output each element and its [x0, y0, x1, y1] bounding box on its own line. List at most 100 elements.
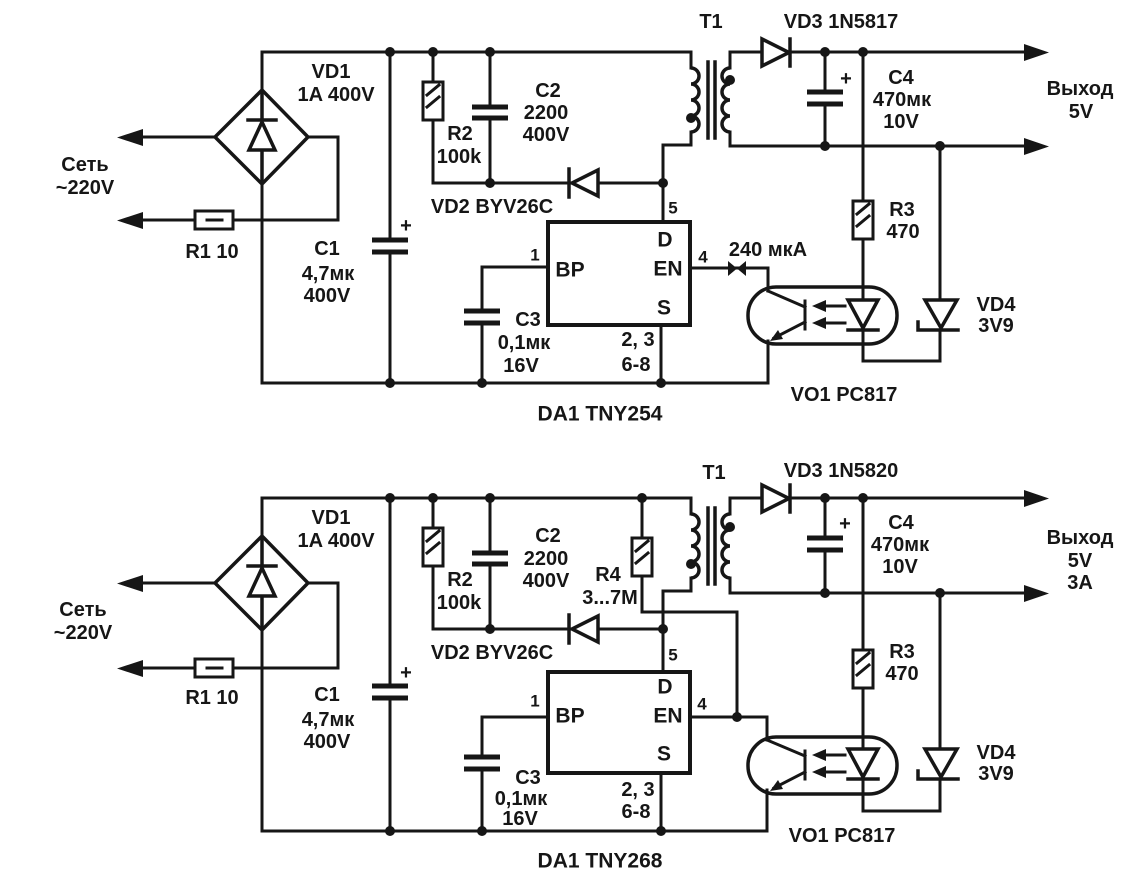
pins-23: 2, 3: [621, 779, 654, 801]
mains-arrow-1: [117, 575, 143, 592]
opto-label: VO1 PC817: [789, 825, 896, 847]
output-voltage: 5V: [1069, 101, 1094, 123]
vd1-ref: VD1: [312, 61, 351, 83]
c1-voltage: 400V: [304, 285, 351, 307]
pin1-number: 1: [530, 692, 539, 711]
resistor-r1: [193, 209, 235, 231]
output-arrow-plus: [1024, 490, 1049, 507]
primary-phase-dot: [686, 559, 696, 569]
c4-voltage: 10V: [882, 556, 918, 578]
r2-ref: R2: [447, 569, 473, 591]
c1-polarity: +: [400, 662, 412, 684]
c2-ref: C2: [535, 80, 561, 102]
c4-value: 470мк: [873, 89, 932, 111]
resistor-r4: [630, 536, 654, 578]
c1-polarity: +: [400, 215, 412, 237]
pins-23: 2, 3: [621, 329, 654, 351]
capacitor-c1: [372, 237, 408, 255]
secondary-phase-dot: [725, 75, 735, 85]
r2-value: 100k: [437, 146, 482, 168]
vd1-ref: VD1: [312, 507, 351, 529]
capacitor-c3: [464, 308, 500, 326]
output-arrow-plus: [1024, 44, 1049, 61]
vd2-label: VD2 BYV26C: [431, 642, 553, 664]
ic-da1-body: [546, 220, 692, 327]
c3-ref: C3: [515, 767, 541, 789]
pin-s: S: [657, 743, 671, 766]
output-title: Выход: [1047, 527, 1114, 549]
opto-body: [746, 285, 899, 346]
t1-label: T1: [699, 11, 722, 33]
optocoupler-vo1: [746, 735, 899, 796]
pins-68: 6-8: [622, 354, 651, 376]
diode-vd3: [760, 36, 793, 69]
mains-label: Сеть: [61, 154, 108, 176]
output-current: 3A: [1067, 572, 1093, 594]
vd4-ref: VD4: [977, 742, 1017, 764]
t1-label: T1: [702, 462, 725, 484]
primary-phase-dot: [686, 113, 696, 123]
r1-label: R1 10: [185, 241, 238, 263]
c1-voltage: 400V: [304, 731, 351, 753]
mains-voltage: ~220V: [56, 177, 115, 199]
c4-ref: C4: [888, 67, 914, 89]
opto-emitter-arrow: [770, 330, 783, 341]
vd4-value: 3V9: [978, 315, 1014, 337]
capacitor-c4: [807, 89, 843, 107]
wires: [141, 50, 1026, 385]
vd3-label: VD3 1N5817: [784, 11, 899, 33]
c4-polarity: +: [839, 513, 851, 535]
resistor-r1: [193, 657, 235, 679]
c2-voltage: 400V: [523, 570, 570, 592]
labels-bottom-circuit: Сеть ~220V R1 10 VD1 1A 400V C1 4,7мк 40…: [54, 460, 1114, 873]
output-arrow-minus: [1024, 585, 1049, 602]
mains-arrow-2: [117, 212, 143, 229]
pin-d: D: [657, 676, 672, 699]
vd1-rating: 1A 400V: [297, 530, 375, 552]
transformer-t1: [686, 506, 735, 586]
opto-body: [746, 735, 899, 796]
pin-bp: BP: [555, 705, 584, 728]
c3-ref: C3: [515, 309, 541, 331]
c3-voltage: 16V: [502, 808, 538, 830]
zener-vd4: [916, 298, 961, 332]
en-current-label: 240 мкА: [729, 239, 807, 261]
capacitor-c3: [464, 754, 500, 772]
r4-ref: R4: [595, 564, 621, 586]
r3-value: 470: [886, 221, 919, 243]
c2-value: 2200: [524, 102, 569, 124]
pin5-number: 5: [668, 199, 677, 218]
c1-ref: C1: [314, 684, 340, 706]
c4-voltage: 10V: [883, 111, 919, 133]
pins-68: 6-8: [622, 801, 651, 823]
pin-d: D: [657, 229, 672, 252]
pin5-number: 5: [668, 646, 677, 665]
current-probe-symbol: [728, 261, 746, 276]
output-title: Выход: [1047, 78, 1114, 100]
r3-ref: R3: [889, 199, 915, 221]
c3-voltage: 16V: [503, 355, 539, 377]
c1-value: 4,7мк: [302, 709, 356, 731]
opto-led: [845, 298, 881, 332]
labels-top-circuit: Сеть ~220V R1 10 VD1 1A 400V C1 4,7мк 40…: [56, 11, 1114, 426]
vd4-ref: VD4: [977, 294, 1017, 316]
mains-arrow-2: [117, 660, 143, 677]
vd4-value: 3V9: [978, 763, 1014, 785]
diode-vd2: [567, 613, 600, 645]
pin4-number: 4: [698, 248, 708, 267]
secondary-phase-dot: [725, 522, 735, 532]
opto-label: VO1 PC817: [791, 384, 898, 406]
ic-label: DA1 TNY254: [538, 403, 663, 426]
r3-value: 470: [885, 663, 918, 685]
opto-led: [845, 747, 881, 781]
r2-value: 100k: [437, 592, 482, 614]
bridge-rectifier-vd1: [212, 87, 311, 187]
c3-value: 0,1мк: [498, 332, 552, 354]
bridge-rectifier-vd1: [212, 533, 311, 633]
c4-polarity: +: [840, 68, 852, 90]
pin-s: S: [657, 297, 671, 320]
c3-value: 0,1мк: [495, 788, 549, 810]
transformer-t1: [686, 60, 735, 140]
vd3-label: VD3 1N5820: [784, 460, 899, 482]
